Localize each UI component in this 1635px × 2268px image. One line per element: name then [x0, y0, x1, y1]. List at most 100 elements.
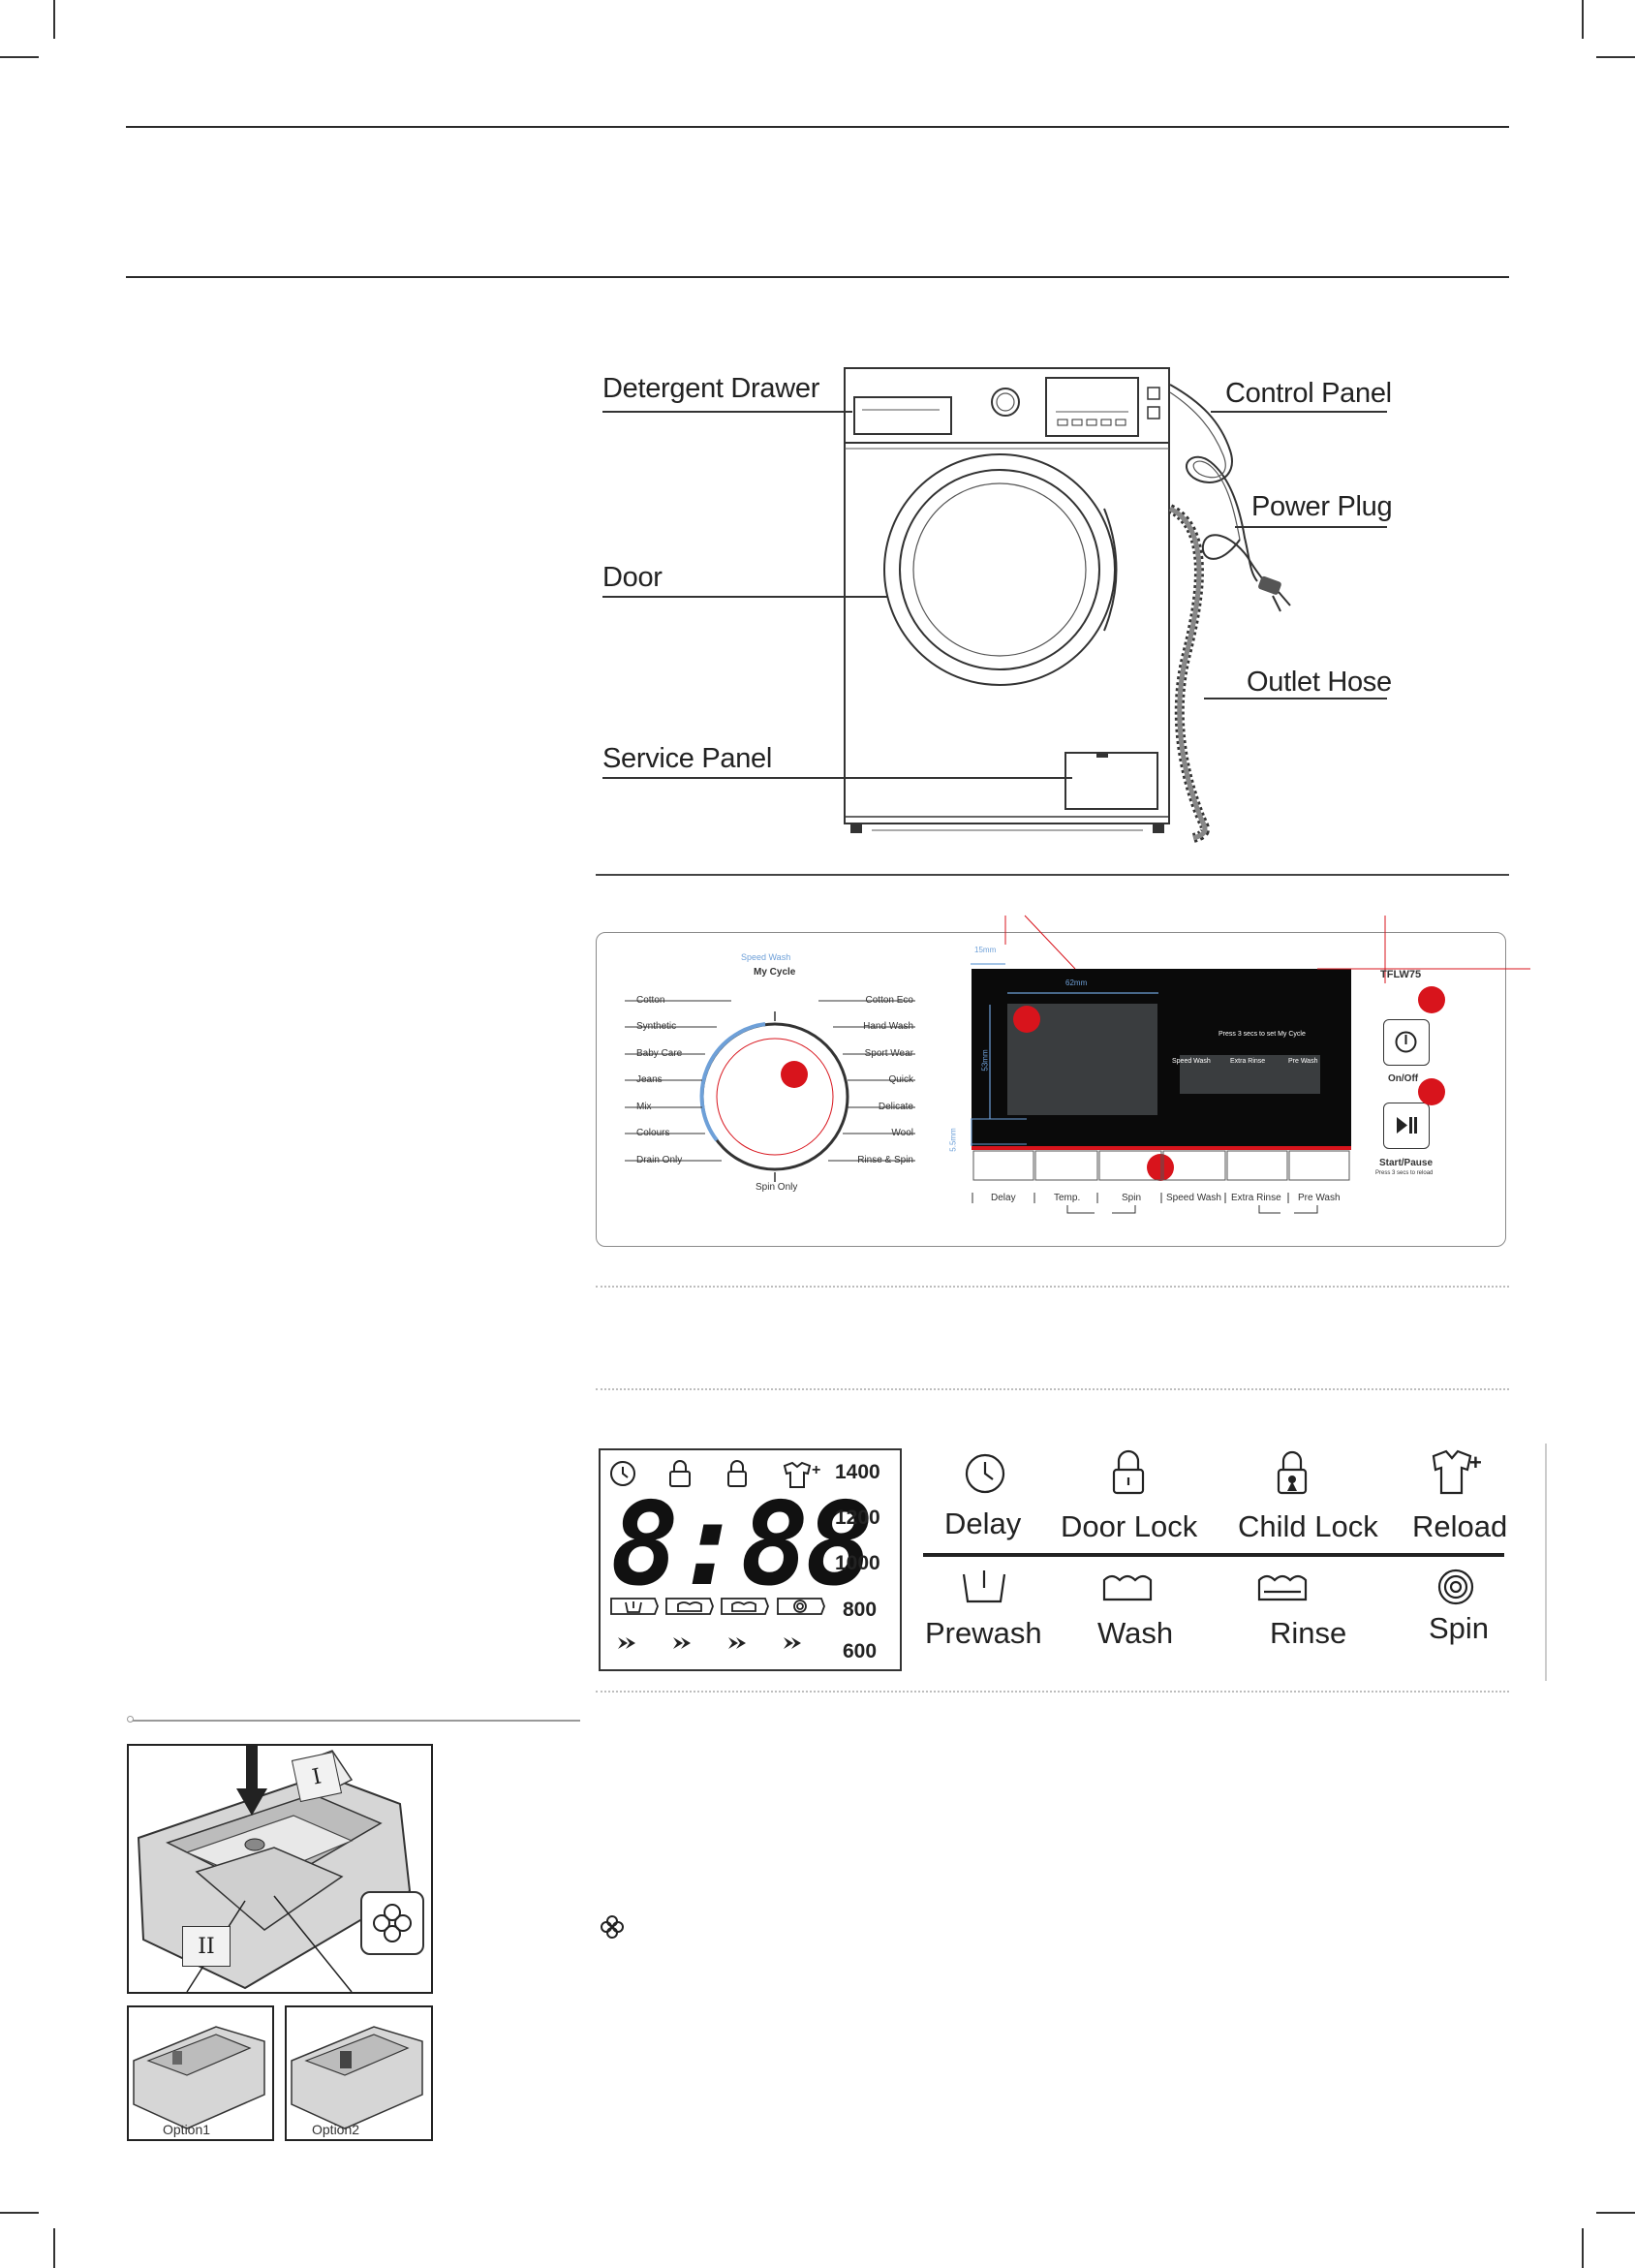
- label-underline: [1211, 411, 1387, 413]
- compartment-1-tag: I: [291, 1751, 343, 1803]
- crop-mark: [0, 56, 39, 58]
- label-control-panel: Control Panel: [1225, 378, 1392, 409]
- legend-side-rule: [1545, 1444, 1547, 1681]
- speed-800: 800: [843, 1599, 878, 1621]
- play-pause-icon: [1397, 1117, 1417, 1134]
- legend-prewash: Prewash: [925, 1616, 1042, 1650]
- compartment-1-label: I: [310, 1763, 324, 1790]
- lcd-phase-icons: [610, 1598, 825, 1649]
- svg-text:+: +: [812, 1462, 820, 1478]
- dim-15mm: 15mm: [974, 946, 997, 954]
- label-service-panel: Service Panel: [602, 743, 773, 774]
- model-label: TFLW75: [1380, 969, 1422, 980]
- svg-text:+: +: [1469, 1450, 1482, 1475]
- dim-53mm: 53mm: [980, 1049, 990, 1072]
- crop-mark: [0, 2212, 39, 2214]
- section-divider: [596, 1388, 1509, 1390]
- speed-1400: 1400: [835, 1461, 880, 1483]
- hint-text: Press 3 secs to set My Cycle: [1219, 1031, 1306, 1038]
- on-off-label: On/Off: [1388, 1073, 1419, 1084]
- down-arrow-icon: [236, 1744, 267, 1816]
- option2-illustration: [291, 2026, 423, 2129]
- crop-mark: [1596, 56, 1635, 58]
- option2-label: Option2: [312, 2122, 360, 2137]
- lcd-digits: 8:88: [610, 1477, 874, 1611]
- program-dial: [625, 1000, 915, 1182]
- display-subwindow: [1180, 1055, 1320, 1094]
- button-delay[interactable]: Delay: [991, 1193, 1016, 1203]
- button-temp[interactable]: Temp.: [1054, 1193, 1081, 1203]
- crop-mark: [1582, 2228, 1584, 2268]
- button-extra-rinse[interactable]: Extra Rinse: [1231, 1193, 1281, 1203]
- flower-icon: [373, 1904, 412, 1942]
- drawer-option1-figure: [127, 2005, 274, 2141]
- display-label: Pre Wash: [1288, 1058, 1318, 1065]
- legend-door-lock: Door Lock: [1061, 1509, 1198, 1543]
- crop-mark: [53, 0, 55, 39]
- washing-machine-diagram: [601, 363, 1395, 848]
- legend-rinse: Rinse: [1270, 1616, 1347, 1650]
- legend-icons-top: +: [965, 1449, 1482, 1495]
- legend-child-lock: Child Lock: [1238, 1509, 1378, 1543]
- header-rule-top: [126, 126, 1509, 128]
- lcd-icons-row: +: [610, 1460, 820, 1488]
- crop-mark: [1582, 0, 1584, 39]
- program-item: Cotton Eco: [865, 995, 913, 1006]
- label-outlet-hose: Outlet Hose: [1247, 667, 1392, 698]
- drawer-option2-figure: [285, 2005, 433, 2141]
- spin-only-label: Spin Only: [756, 1182, 798, 1193]
- program-item: Delicate: [878, 1102, 913, 1112]
- legend-divider: [923, 1553, 1504, 1557]
- label-power-plug: Power Plug: [1251, 491, 1393, 522]
- start-pause-sub: Press 3 secs to reload: [1375, 1170, 1434, 1176]
- crop-mark: [53, 2228, 55, 2268]
- label-underline: [602, 777, 1072, 779]
- program-item: Rinse & Spin: [857, 1155, 913, 1165]
- program-item: Mix: [636, 1102, 652, 1112]
- button-brackets: [972, 1193, 1318, 1214]
- program-item: Hand Wash: [863, 1021, 913, 1032]
- legend-icons-bottom: [962, 1569, 1474, 1605]
- speed-1000: 1000: [835, 1552, 880, 1574]
- dim-5mm: 5.5mm: [948, 1128, 958, 1152]
- compartment-2-tag: II: [182, 1926, 231, 1967]
- start-pause-button[interactable]: [1383, 1103, 1430, 1149]
- section-divider: [596, 1691, 1509, 1693]
- washing-machine-drawing: [844, 367, 1291, 843]
- compartment-2-label: II: [198, 1934, 215, 1959]
- program-item: Quick: [888, 1074, 913, 1085]
- display-label: Extra Rinse: [1230, 1058, 1266, 1065]
- button-speed-wash[interactable]: Speed Wash: [1166, 1193, 1221, 1203]
- program-item: Colours: [636, 1128, 670, 1138]
- left-rule: [133, 1720, 580, 1722]
- crop-mark: [1596, 2212, 1635, 2214]
- option1-illustration: [133, 2026, 265, 2129]
- softener-tag: [360, 1891, 424, 1955]
- button-row: [972, 1150, 1351, 1181]
- legend-delay: Delay: [944, 1507, 1022, 1540]
- speed-wash-top: Speed Wash: [741, 952, 791, 962]
- label-underline: [1235, 526, 1387, 528]
- button-spin[interactable]: Spin: [1122, 1193, 1142, 1203]
- left-rule-dot: [127, 1716, 134, 1723]
- program-item: Cotton: [636, 995, 665, 1006]
- power-icon: [1395, 1031, 1417, 1053]
- speed-1200: 1200: [835, 1507, 880, 1529]
- my-cycle-label: My Cycle: [754, 967, 796, 978]
- speed-600: 600: [843, 1640, 878, 1662]
- option1-label: Option1: [163, 2122, 211, 2137]
- legend-reload: Reload: [1412, 1509, 1508, 1543]
- display-label: Speed Wash: [1172, 1058, 1211, 1065]
- flower-icon: [601, 1915, 624, 1939]
- on-off-button[interactable]: [1383, 1019, 1430, 1066]
- dim-62mm: 62mm: [1065, 979, 1088, 987]
- legend-wash: Wash: [1097, 1616, 1174, 1650]
- marker-dot: [781, 1061, 808, 1088]
- button-pre-wash[interactable]: Pre Wash: [1298, 1193, 1341, 1203]
- display-redline: [972, 1146, 1351, 1150]
- dimension-lines: [971, 915, 1530, 1181]
- program-item: Sport Wear: [864, 1048, 913, 1059]
- program-item: Jeans: [636, 1074, 663, 1085]
- label-underline: [1204, 698, 1387, 699]
- label-detergent-drawer: Detergent Drawer: [602, 373, 820, 404]
